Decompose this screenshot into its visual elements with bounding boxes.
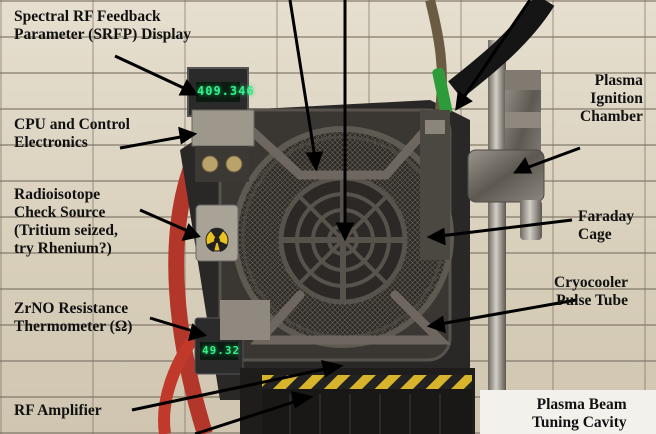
plasma-ignition-chamber: [467, 149, 545, 203]
cpu-box: [191, 109, 255, 147]
black-hose: [448, 0, 555, 99]
label-radioisotope-line2: Check Source: [14, 204, 106, 221]
label-plasma-ignition-line3: Chamber: [580, 108, 643, 125]
label-cpu-line2: Electronics: [14, 134, 88, 151]
label-cpu-line1: CPU and Control: [14, 116, 130, 133]
annotation-arrows: [114, 0, 581, 434]
label-faraday-line2: Cage: [578, 226, 612, 243]
label-zrno-line1: ZrNO Resistance: [14, 300, 129, 317]
red-hose-lower: [158, 326, 205, 434]
right-pipe: [488, 40, 506, 434]
knob-left: [201, 155, 219, 173]
srfp-readout: 409.346: [197, 84, 255, 98]
label-rf-amplifier-line1: RF Amplifier: [14, 402, 102, 419]
thermometer-readout: 49.32: [202, 344, 241, 357]
label-faraday-line1: Faraday: [578, 208, 634, 225]
label-plasma-beam: Plasma Beam Tuning Cavity: [532, 396, 627, 432]
label-srfp-line1: Spectral RF Feedback: [14, 8, 161, 25]
label-faraday: Faraday Cage: [578, 208, 634, 244]
label-cpu: CPU and Control Electronics: [14, 116, 130, 152]
green-valve: [432, 67, 453, 114]
label-radioisotope-line4: try Rhenium?): [14, 240, 112, 257]
label-zrno-line2: Thermometer (Ω): [14, 318, 133, 335]
knob-right: [225, 155, 243, 173]
label-zrno: ZrNO Resistance Thermometer (Ω): [14, 300, 132, 336]
label-cryocooler-line1: Cryocooler: [554, 274, 629, 291]
label-plasma-beam-line1: Plasma Beam: [536, 396, 627, 413]
label-cryocooler-line2: Pulse Tube: [556, 292, 629, 309]
label-plasma-ignition: Plasma Ignition Chamber: [580, 72, 643, 126]
label-plasma-beam-line2: Tuning Cavity: [532, 414, 627, 431]
label-radioisotope-line1: Radioisotope: [14, 186, 101, 203]
thermometer-screen: [200, 342, 238, 360]
label-radioisotope-line3: (Tritium seized,: [14, 222, 118, 239]
bottom-bracket: [249, 290, 451, 345]
label-cryocooler: Cryocooler Pulse Tube: [554, 274, 628, 310]
center-grille: [278, 175, 408, 305]
top-bracket: [235, 115, 435, 180]
srfp-screen: [196, 82, 240, 102]
label-srfp: Spectral RF Feedback Parameter (SRFP) Di…: [14, 8, 191, 44]
hazard-stripe: [262, 375, 472, 389]
label-radioisotope: Radioisotope Check Source (Tritium seize…: [14, 186, 118, 258]
label-plasma-ignition-line1: Plasma: [594, 72, 643, 89]
label-rf-amplifier: RF Amplifier: [14, 402, 102, 420]
floor-area: [480, 390, 656, 434]
label-plasma-ignition-line2: Ignition: [590, 90, 643, 107]
label-srfp-line2: Parameter (SRFP) Display: [14, 26, 192, 43]
